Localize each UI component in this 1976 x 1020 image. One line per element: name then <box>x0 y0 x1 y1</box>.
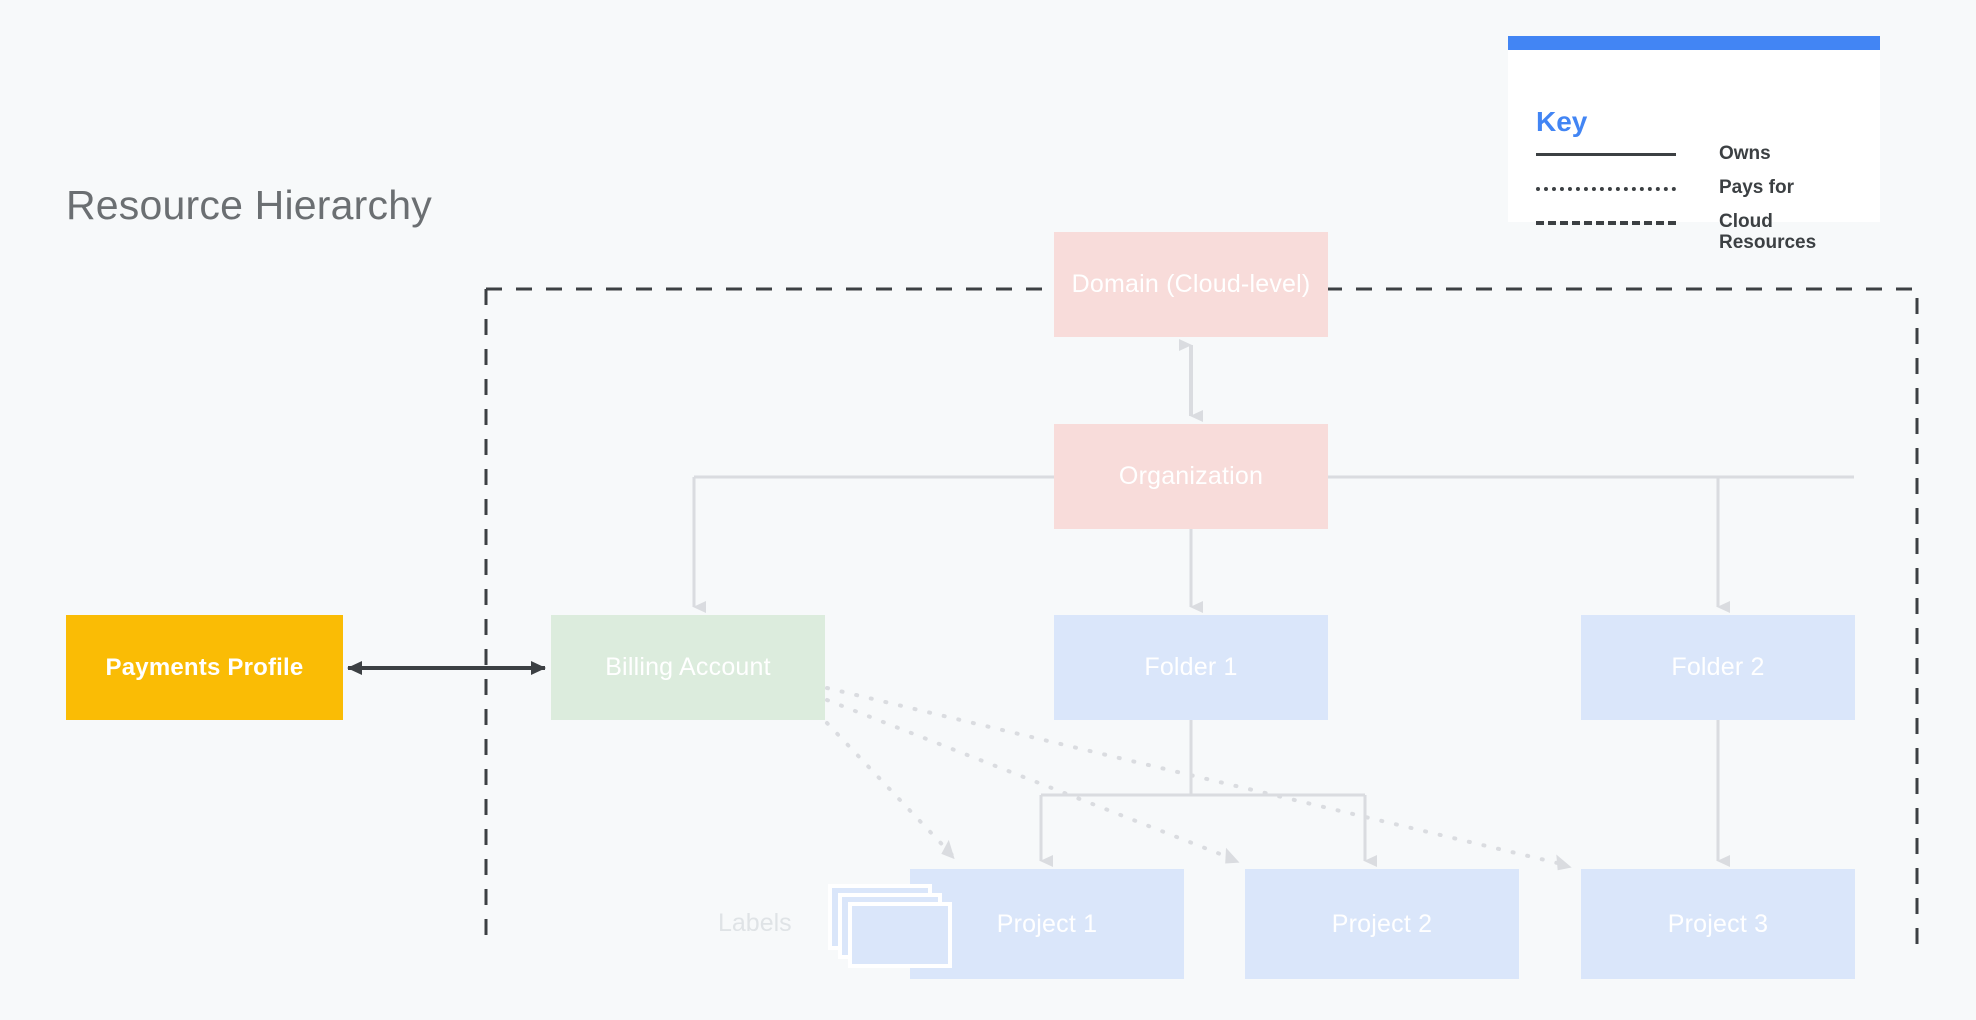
edge-billing-project1-dotted <box>825 721 956 860</box>
page-title: Resource Hierarchy <box>66 182 432 228</box>
node-folder-1[interactable]: Folder 1 <box>1054 615 1328 720</box>
node-domain-label: Domain (Cloud-level) <box>1071 270 1311 298</box>
key-row-owns: Owns <box>1536 143 1866 164</box>
node-folder-2[interactable]: Folder 2 <box>1581 615 1855 720</box>
key-label-owns: Owns <box>1719 143 1771 164</box>
node-billing-account-label: Billing Account <box>605 653 771 681</box>
node-folder-1-label: Folder 1 <box>1144 653 1238 681</box>
key-row-cloud-resources: Cloud Resources <box>1536 211 1866 254</box>
key-label-pays-for: Pays for <box>1719 177 1794 198</box>
node-organization-label: Organization <box>1118 462 1264 490</box>
key-title: Key <box>1536 106 1588 137</box>
node-folder-2-label: Folder 2 <box>1671 653 1765 681</box>
cloud-boundary-dashed <box>484 287 1919 955</box>
key-label-cloud-resources: Cloud Resources <box>1719 211 1817 254</box>
node-billing-account[interactable]: Billing Account <box>551 615 825 720</box>
node-domain[interactable]: Domain (Cloud-level) <box>1054 232 1328 337</box>
node-project-1-label: Project 1 <box>996 909 1098 938</box>
edge-billing-project2-dotted <box>825 698 1240 864</box>
key-sample-dashed-line <box>1536 221 1676 225</box>
key-panel: Key Owns Pays for Cloud Resources <box>1508 36 1880 253</box>
node-project-3[interactable]: Project 3 <box>1581 869 1855 979</box>
node-payments-profile[interactable]: Payments Profile <box>66 615 343 720</box>
node-payments-profile-label: Payments Profile <box>105 653 304 681</box>
edge-folder1-bus <box>1041 720 1365 797</box>
node-project-3-label: Project 3 <box>1667 909 1769 938</box>
key-row-pays-for: Pays for <box>1536 177 1866 198</box>
key-sample-dotted-line <box>1536 187 1676 191</box>
key-header-bar <box>1508 36 1880 50</box>
node-project-2-label: Project 2 <box>1331 909 1433 938</box>
stacked-card-front <box>848 902 952 968</box>
node-project-1[interactable]: Project 1 <box>910 869 1184 979</box>
node-project-2[interactable]: Project 2 <box>1245 869 1519 979</box>
key-sample-solid-line <box>1536 153 1676 156</box>
stacked-cards-icon <box>828 884 964 970</box>
labels-annotation-text: Labels <box>718 909 792 937</box>
node-organization[interactable]: Organization <box>1054 424 1328 529</box>
